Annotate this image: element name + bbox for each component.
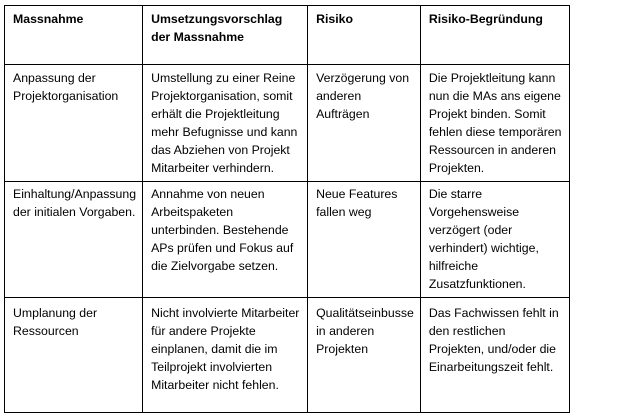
table-header-row: Massnahme Umsetzungsvorschlag der Massna…: [3, 5, 570, 65]
table-cell-risiko-begruendung: Die starre Vorgehensweise verzögert (ode…: [419, 181, 570, 298]
header-cell-umsetzungsvorschlag: Umsetzungsvorschlag der Massnahme: [142, 5, 309, 65]
table-cell-umsetzungsvorschlag: Nicht involvierte Mitarbeiter für andere…: [142, 297, 309, 413]
header-cell-risiko: Risiko: [307, 5, 421, 65]
table-cell-massnahme: Anpassung der Projektorganisation: [3, 64, 144, 182]
header-cell-risiko-begruendung: Risiko-Begründung: [419, 5, 570, 65]
table-cell-umsetzungsvorschlag: Umstellung zu einer Reine Projektorganis…: [142, 64, 309, 182]
table-row: Einhaltung/Anpassung der initialen Vorga…: [3, 181, 570, 298]
table-cell-risiko: Verzögerung von anderen Aufträgen: [307, 64, 421, 182]
measures-risk-table: Massnahme Umsetzungsvorschlag der Massna…: [3, 5, 570, 413]
table-cell-risiko-begruendung: Das Fachwissen fehlt in den restlichen P…: [419, 297, 570, 413]
table-cell-risiko: Neue Features fallen weg: [307, 181, 421, 298]
table-row: Umplanung der Ressourcen Nicht involvier…: [3, 297, 570, 413]
table-cell-risiko: Qualitätseinbusse in anderen Projekten: [307, 297, 421, 413]
table-cell-risiko-begruendung: Die Projektleitung kann nun die MAs ans …: [419, 64, 570, 182]
header-cell-massnahme: Massnahme: [3, 5, 144, 65]
table-cell-massnahme: Umplanung der Ressourcen: [3, 297, 144, 413]
table-cell-umsetzungsvorschlag: Annahme von neuen Arbeitspaketen unterbi…: [142, 181, 309, 298]
table-cell-massnahme: Einhaltung/Anpassung der initialen Vorga…: [3, 181, 144, 298]
table-row: Anpassung der Projektorganisation Umstel…: [3, 64, 570, 182]
